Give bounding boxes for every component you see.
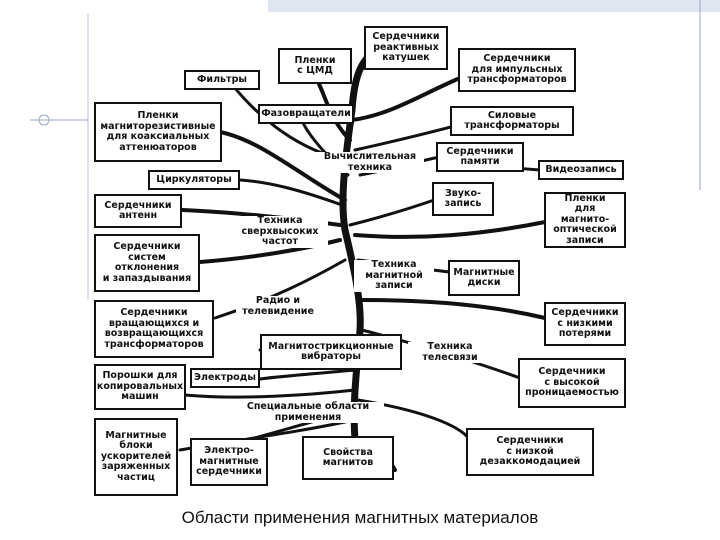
- box-power-transformers: Силовые трансформаторы: [450, 106, 574, 136]
- box-reactive-coil-cores: Сердечники реактивных катушек: [364, 26, 448, 70]
- box-magnet-properties: Свойства магнитов: [302, 436, 394, 480]
- branch: [238, 178, 344, 207]
- box-sound-recording: Звуко- запись: [432, 182, 494, 216]
- box-memory-cores: Сердечники памяти: [436, 142, 524, 172]
- branch: [348, 196, 442, 227]
- branch: [350, 76, 462, 122]
- box-magnetic-disks: Магнитные диски: [448, 260, 520, 296]
- box-copier-powders: Порошки для копировальных машин: [94, 364, 186, 410]
- box-circulators: Циркуляторы: [148, 170, 240, 190]
- box-video-recording: Видеозапись: [538, 160, 624, 180]
- branch: [253, 368, 357, 382]
- label-magnetic-recording: Техника магнитной записи: [354, 259, 434, 292]
- branch: [358, 298, 547, 320]
- branch: [353, 220, 547, 239]
- label-computing: Вычислительная техника: [316, 151, 424, 173]
- label-telecom: Техника телесвязи: [408, 341, 492, 363]
- bullet-circle-icon: [38, 114, 50, 126]
- box-accelerator-units: Магнитные блоки ускорителей заряженных ч…: [94, 418, 178, 496]
- box-magnetostrictive-vibrators: Магнитострикционные вибраторы: [260, 334, 402, 370]
- box-magneto-optical-films: Пленки для магнито- оптической записи: [544, 192, 626, 248]
- box-electrodes: Электроды: [190, 368, 260, 388]
- box-rotating-transformer-cores: Сердечники вращающихся и возвращающихся …: [94, 300, 214, 358]
- label-special-fields: Специальные области применения: [232, 401, 384, 423]
- label-radio-tv: Радио и телевидение: [236, 295, 320, 317]
- box-antenna-cores: Сердечники антенн: [94, 194, 182, 228]
- box-phase-shifters: Фазовращатели: [258, 104, 354, 124]
- box-pulse-transformer-cores: Сердечники для импульсных трансформаторо…: [458, 48, 576, 92]
- box-electromagnetic-cores: Электро- магнитные сердечники: [190, 438, 268, 486]
- box-filters: Фильтры: [184, 70, 260, 90]
- box-high-permeability-cores: Сердечники с высокой проницаемостью: [518, 358, 626, 408]
- box-cmd-films: Пленки с ЦМД: [278, 48, 352, 84]
- box-deflection-cores: Сердечники систем отклонения и запаздыва…: [94, 234, 200, 292]
- branch: [183, 388, 357, 399]
- label-microwave: Техника сверхвысоких частот: [232, 215, 328, 248]
- box-low-loss-cores: Сердечники с низкими потерями: [544, 302, 626, 346]
- diagram-caption: Области применения магнитных материалов: [181, 508, 539, 527]
- box-magnetoresistive-films: Пленки магниторезистивные для коаксиальн…: [94, 102, 222, 162]
- branch: [218, 130, 347, 202]
- branch: [213, 258, 347, 320]
- dotted-header-band: [268, 0, 720, 12]
- box-low-disaccommodation-cores: Сердечники с низкой дезаккомодацией: [466, 428, 594, 476]
